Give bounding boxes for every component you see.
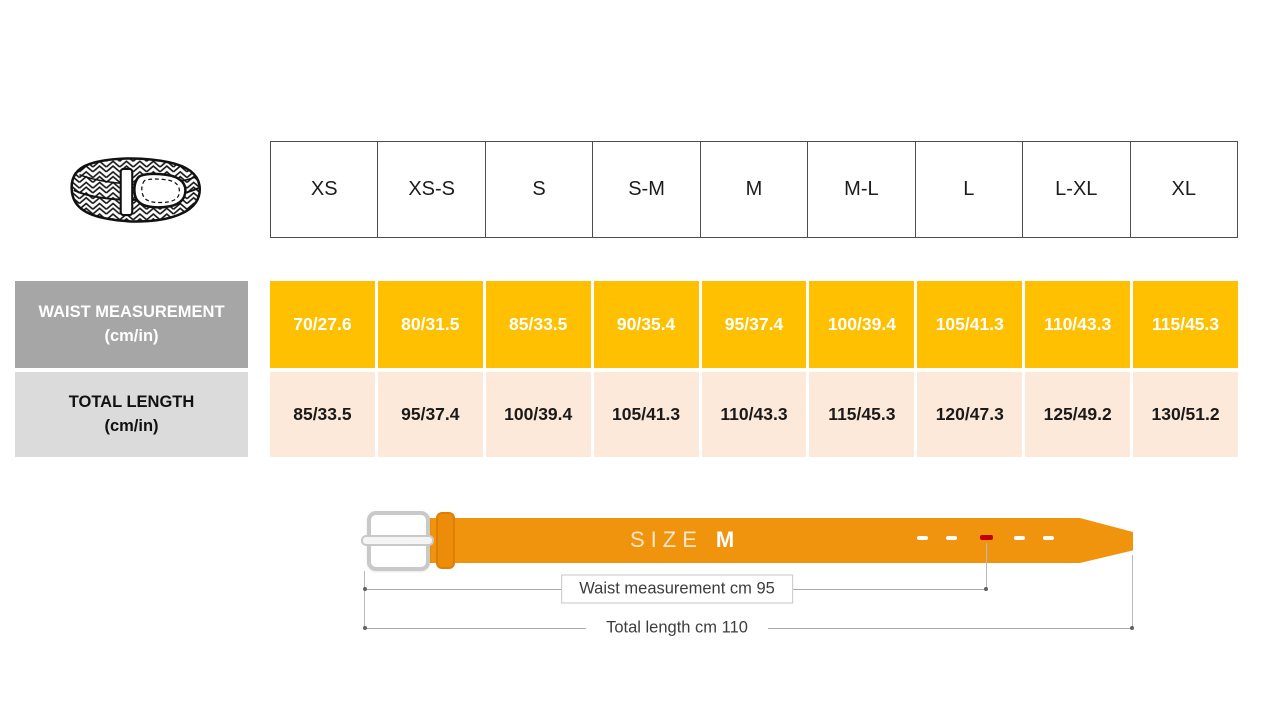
waist-value-cell: 85/33.5: [485, 281, 591, 368]
waist-value-cell: 90/35.4: [593, 281, 699, 368]
size-header-cell: XS: [270, 141, 378, 238]
waist-value-cell: 100/39.4: [809, 281, 915, 368]
measure-endpoint: [984, 587, 988, 591]
waist-value-cell: 95/37.4: [701, 281, 807, 368]
total-value-cell: 105/41.3: [593, 372, 699, 457]
waist-measurement-row: 70/27.6 80/31.5 85/33.5 90/35.4 95/37.4 …: [270, 281, 1238, 368]
belt-buckle-prong: [361, 535, 434, 546]
row-label-text: TOTAL LENGTH: [68, 393, 195, 412]
belt-hole-highlighted: [980, 535, 993, 540]
total-annotation: Total length cm 110: [586, 616, 768, 640]
waist-value-cell: 105/41.3: [917, 281, 1023, 368]
belt-keeper-loop: [436, 512, 455, 569]
measure-endpoint: [363, 626, 367, 630]
belt-hole: [917, 536, 928, 540]
size-value: M: [715, 527, 736, 552]
size-header-row: XS XS-S S S-M M M-L L L-XL XL: [270, 141, 1238, 238]
belt-size-label: SIZE M: [630, 527, 735, 553]
size-header-cell: M: [699, 141, 808, 238]
size-header-cell: L: [914, 141, 1023, 238]
total-value-cell: 115/45.3: [809, 372, 915, 457]
total-length-row-label: TOTAL LENGTH (cm/in): [15, 372, 248, 457]
total-measure-line: Total length cm 110: [363, 616, 1134, 640]
size-header-cell: S: [484, 141, 593, 238]
total-value-cell: 110/43.3: [701, 372, 807, 457]
braided-belt-icon: [70, 157, 202, 223]
total-value-cell: 130/51.2: [1133, 372, 1238, 457]
waist-measure-line: Waist measurement cm 95: [363, 574, 988, 604]
row-label-unit: (cm/in): [104, 326, 159, 345]
belt-strap: [425, 518, 1133, 563]
total-length-row: 85/33.5 95/37.4 100/39.4 105/41.3 110/43…: [270, 372, 1238, 457]
belt-hole: [1043, 536, 1054, 540]
waist-annotation: Waist measurement cm 95: [561, 574, 793, 604]
row-label-text: WAIST MEASUREMENT: [38, 303, 225, 322]
measure-endpoint: [1130, 626, 1134, 630]
guide-line-hole: [986, 543, 987, 589]
total-value-cell: 125/49.2: [1025, 372, 1131, 457]
guide-line-tip: [1132, 555, 1133, 628]
waist-value-cell: 115/45.3: [1133, 281, 1238, 368]
total-value-cell: 120/47.3: [917, 372, 1023, 457]
size-word: SIZE: [630, 527, 703, 552]
measure-endpoint: [363, 587, 367, 591]
waist-value-cell: 80/31.5: [377, 281, 483, 368]
size-header-cell: XL: [1129, 141, 1238, 238]
belt-hole: [1014, 536, 1025, 540]
total-value-cell: 85/33.5: [270, 372, 375, 457]
total-value-cell: 95/37.4: [377, 372, 483, 457]
waist-value-cell: 110/43.3: [1025, 281, 1131, 368]
size-header-cell: S-M: [592, 141, 700, 238]
waist-value-cell: 70/27.6: [270, 281, 375, 368]
row-label-unit: (cm/in): [104, 416, 159, 435]
size-header-cell: XS-S: [377, 141, 485, 238]
size-header-cell: L-XL: [1022, 141, 1130, 238]
guide-line-buckle: [364, 571, 365, 628]
belt-hole: [946, 536, 957, 540]
size-header-cell: M-L: [807, 141, 915, 238]
total-value-cell: 100/39.4: [485, 372, 591, 457]
waist-measurement-row-label: WAIST MEASUREMENT (cm/in): [15, 281, 248, 368]
